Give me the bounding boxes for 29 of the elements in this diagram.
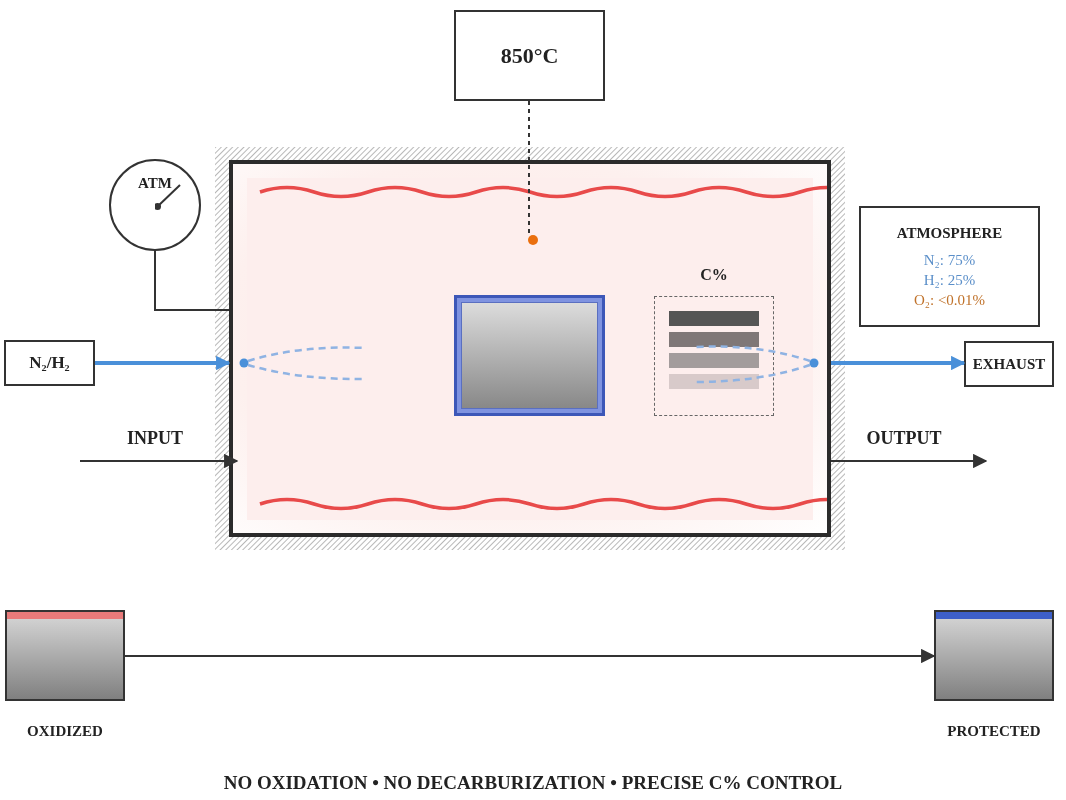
- atmosphere-box: [859, 206, 1040, 327]
- workpiece: [454, 295, 605, 416]
- caption: NO OXIDATION • NO DECARBURIZATION • PRECISE C% CONTROL: [223, 772, 843, 794]
- temperature-box: [454, 10, 605, 101]
- gas-percentage: N₂: 75%: [923, 251, 976, 269]
- gas-percentage: O₂: <0.01%: [913, 291, 986, 309]
- atmosphere-heading: ATMOSPHERE: [896, 224, 1003, 242]
- sample-label: PROTECTED: [947, 723, 1041, 740]
- sample-label: OXIDIZED: [27, 723, 103, 740]
- exhaust-label: EXHAUST: [972, 355, 1046, 373]
- exhaust-box: [964, 341, 1054, 387]
- arrow: [124, 648, 936, 664]
- pipe-line: [154, 250, 230, 311]
- carbon-label: C%: [700, 266, 728, 284]
- sensor-line: [528, 100, 530, 236]
- arrow: [831, 355, 966, 371]
- arrow: [79, 453, 239, 469]
- temperature-label: 850°C: [500, 42, 559, 69]
- gas-inlet-box: [4, 340, 95, 386]
- oxidized-sample: [5, 610, 125, 701]
- gas-percentage: H₂: 25%: [923, 271, 976, 289]
- gauge-label: ATM: [138, 175, 172, 192]
- edge-label: INPUT: [127, 428, 183, 449]
- edge-label: OUTPUT: [866, 428, 942, 449]
- gas-label: N₂/H₂: [29, 353, 70, 373]
- arrow: [830, 453, 988, 469]
- arrow: [95, 355, 231, 371]
- protected-sample: [934, 610, 1054, 701]
- thermocouple-tip: [528, 235, 538, 245]
